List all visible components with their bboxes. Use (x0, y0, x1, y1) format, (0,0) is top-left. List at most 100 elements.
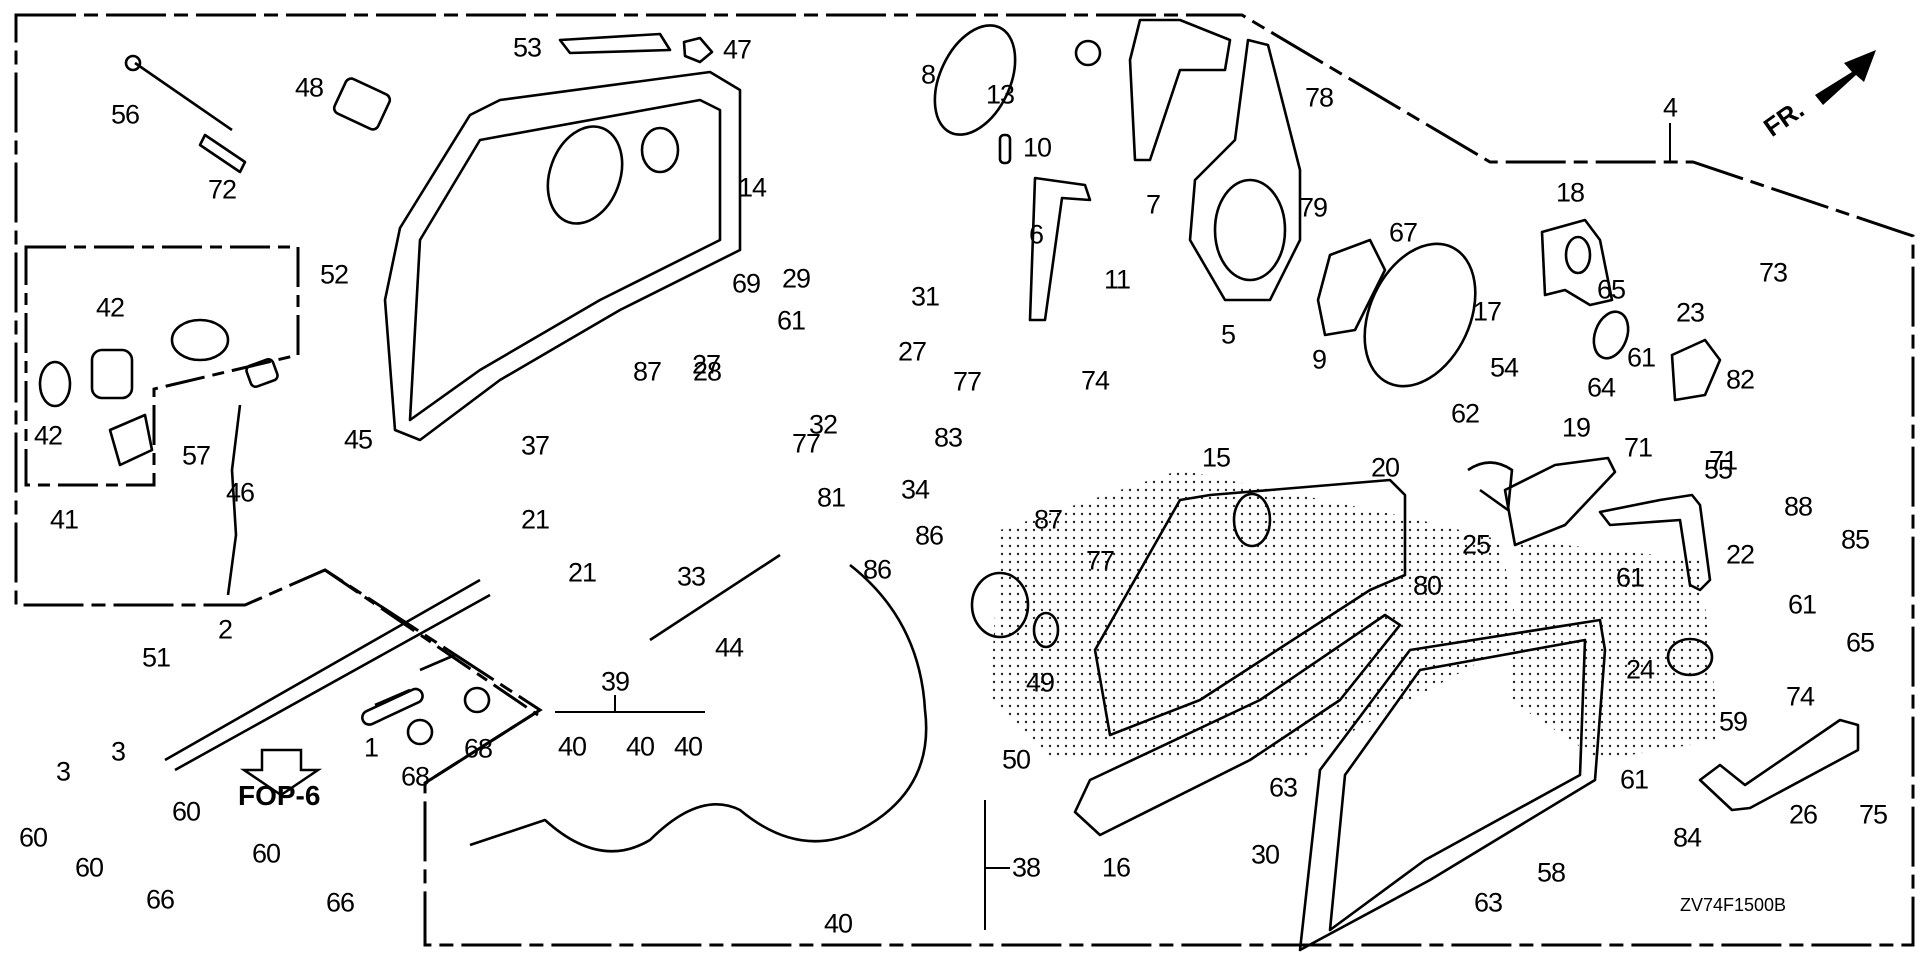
part-callout-24[interactable]: 24 (1625, 654, 1655, 685)
part-callout-31[interactable]: 31 (910, 281, 940, 312)
part-callout-42[interactable]: 42 (33, 420, 63, 451)
part-callout-40[interactable]: 40 (557, 731, 587, 762)
part-callout-77[interactable]: 77 (791, 428, 821, 459)
part-callout-64[interactable]: 64 (1586, 372, 1616, 403)
part-callout-30[interactable]: 30 (1250, 839, 1280, 870)
part-callout-25[interactable]: 25 (1461, 529, 1491, 560)
part-callout-65[interactable]: 65 (1596, 274, 1626, 305)
part-callout-60[interactable]: 60 (171, 796, 201, 827)
part-callout-72[interactable]: 72 (207, 174, 237, 205)
part-callout-16[interactable]: 16 (1101, 852, 1131, 883)
part-callout-3[interactable]: 3 (110, 736, 126, 767)
part-callout-52[interactable]: 52 (319, 259, 349, 290)
part-callout-15[interactable]: 15 (1201, 442, 1231, 473)
part-callout-81[interactable]: 81 (816, 482, 846, 513)
part-callout-27[interactable]: 27 (897, 336, 927, 367)
part-callout-68[interactable]: 68 (463, 733, 493, 764)
part-callout-27[interactable]: 27 (691, 349, 721, 380)
part-callout-79[interactable]: 79 (1298, 192, 1328, 223)
part-callout-75[interactable]: 75 (1858, 799, 1888, 830)
part-callout-21[interactable]: 21 (520, 504, 550, 535)
part-callout-74[interactable]: 74 (1785, 681, 1815, 712)
part-callout-61[interactable]: 61 (1626, 342, 1656, 373)
part-callout-61[interactable]: 61 (1619, 764, 1649, 795)
part-callout-42[interactable]: 42 (95, 292, 125, 323)
part-callout-54[interactable]: 54 (1489, 352, 1519, 383)
part-callout-49[interactable]: 49 (1025, 667, 1055, 698)
part-callout-26[interactable]: 26 (1788, 799, 1818, 830)
part-callout-7[interactable]: 7 (1145, 189, 1161, 220)
part-callout-86[interactable]: 86 (914, 520, 944, 551)
part-callout-61[interactable]: 61 (1787, 589, 1817, 620)
part-callout-10[interactable]: 10 (1022, 132, 1052, 163)
part-callout-71[interactable]: 71 (1708, 445, 1738, 476)
part-callout-20[interactable]: 20 (1370, 452, 1400, 483)
part-callout-13[interactable]: 13 (985, 79, 1015, 110)
part-callout-47[interactable]: 47 (722, 34, 752, 65)
part-callout-77[interactable]: 77 (952, 366, 982, 397)
part-callout-32[interactable]: 32 (808, 409, 838, 440)
part-callout-73[interactable]: 73 (1758, 257, 1788, 288)
part-callout-33[interactable]: 33 (676, 561, 706, 592)
part-callout-65[interactable]: 65 (1845, 627, 1875, 658)
part-callout-37[interactable]: 37 (520, 430, 550, 461)
part-callout-55[interactable]: 55 (1703, 454, 1733, 485)
part-callout-9[interactable]: 9 (1311, 344, 1327, 375)
part-callout-18[interactable]: 18 (1555, 177, 1585, 208)
part-callout-60[interactable]: 60 (251, 838, 281, 869)
part-callout-50[interactable]: 50 (1001, 744, 1031, 775)
part-callout-21[interactable]: 21 (567, 557, 597, 588)
part-callout-28[interactable]: 28 (692, 356, 722, 387)
part-callout-19[interactable]: 19 (1561, 412, 1591, 443)
part-callout-63[interactable]: 63 (1268, 772, 1298, 803)
part-callout-46[interactable]: 46 (225, 477, 255, 508)
part-callout-59[interactable]: 59 (1718, 706, 1748, 737)
part-callout-84[interactable]: 84 (1672, 822, 1702, 853)
part-callout-23[interactable]: 23 (1675, 297, 1705, 328)
part-callout-58[interactable]: 58 (1536, 857, 1566, 888)
part-callout-1[interactable]: 1 (363, 732, 379, 763)
part-callout-5[interactable]: 5 (1220, 319, 1236, 350)
part-callout-44[interactable]: 44 (714, 632, 744, 663)
part-callout-22[interactable]: 22 (1725, 539, 1755, 570)
part-callout-62[interactable]: 62 (1450, 398, 1480, 429)
part-callout-60[interactable]: 60 (74, 852, 104, 883)
part-callout-53[interactable]: 53 (512, 32, 542, 63)
part-callout-4[interactable]: 4 (1662, 92, 1678, 123)
part-callout-88[interactable]: 88 (1783, 491, 1813, 522)
part-callout-40[interactable]: 40 (823, 908, 853, 939)
part-callout-3[interactable]: 3 (55, 756, 71, 787)
part-callout-87[interactable]: 87 (632, 356, 662, 387)
fop-6-reference-link[interactable]: FOP-6 (238, 780, 321, 811)
part-callout-48[interactable]: 48 (294, 72, 324, 103)
part-callout-63[interactable]: 63 (1473, 887, 1503, 918)
part-callout-66[interactable]: 66 (325, 887, 355, 918)
part-callout-11[interactable]: 11 (1103, 264, 1131, 295)
part-callout-82[interactable]: 82 (1725, 364, 1755, 395)
part-callout-77[interactable]: 77 (1085, 545, 1115, 576)
part-callout-67[interactable]: 67 (1388, 217, 1418, 248)
part-callout-85[interactable]: 85 (1840, 524, 1870, 555)
part-callout-83[interactable]: 83 (933, 422, 963, 453)
part-callout-61[interactable]: 61 (1615, 562, 1645, 593)
part-callout-34[interactable]: 34 (900, 474, 930, 505)
part-callout-38[interactable]: 38 (1011, 852, 1041, 883)
part-callout-40[interactable]: 40 (625, 731, 655, 762)
part-callout-71[interactable]: 71 (1623, 432, 1653, 463)
part-callout-39[interactable]: 39 (600, 666, 630, 697)
part-callout-29[interactable]: 29 (781, 263, 811, 294)
part-callout-14[interactable]: 14 (737, 172, 767, 203)
part-callout-40[interactable]: 40 (673, 731, 703, 762)
part-callout-45[interactable]: 45 (343, 424, 373, 455)
part-callout-2[interactable]: 2 (217, 614, 233, 645)
part-callout-51[interactable]: 51 (141, 642, 171, 673)
part-callout-86[interactable]: 86 (862, 554, 892, 585)
part-callout-56[interactable]: 56 (110, 99, 140, 130)
part-callout-74[interactable]: 74 (1080, 365, 1110, 396)
part-callout-69[interactable]: 69 (731, 268, 761, 299)
part-callout-66[interactable]: 66 (145, 884, 175, 915)
part-callout-41[interactable]: 41 (49, 504, 79, 535)
part-callout-87[interactable]: 87 (1033, 504, 1063, 535)
part-callout-61[interactable]: 61 (776, 305, 806, 336)
part-callout-8[interactable]: 8 (920, 59, 936, 90)
